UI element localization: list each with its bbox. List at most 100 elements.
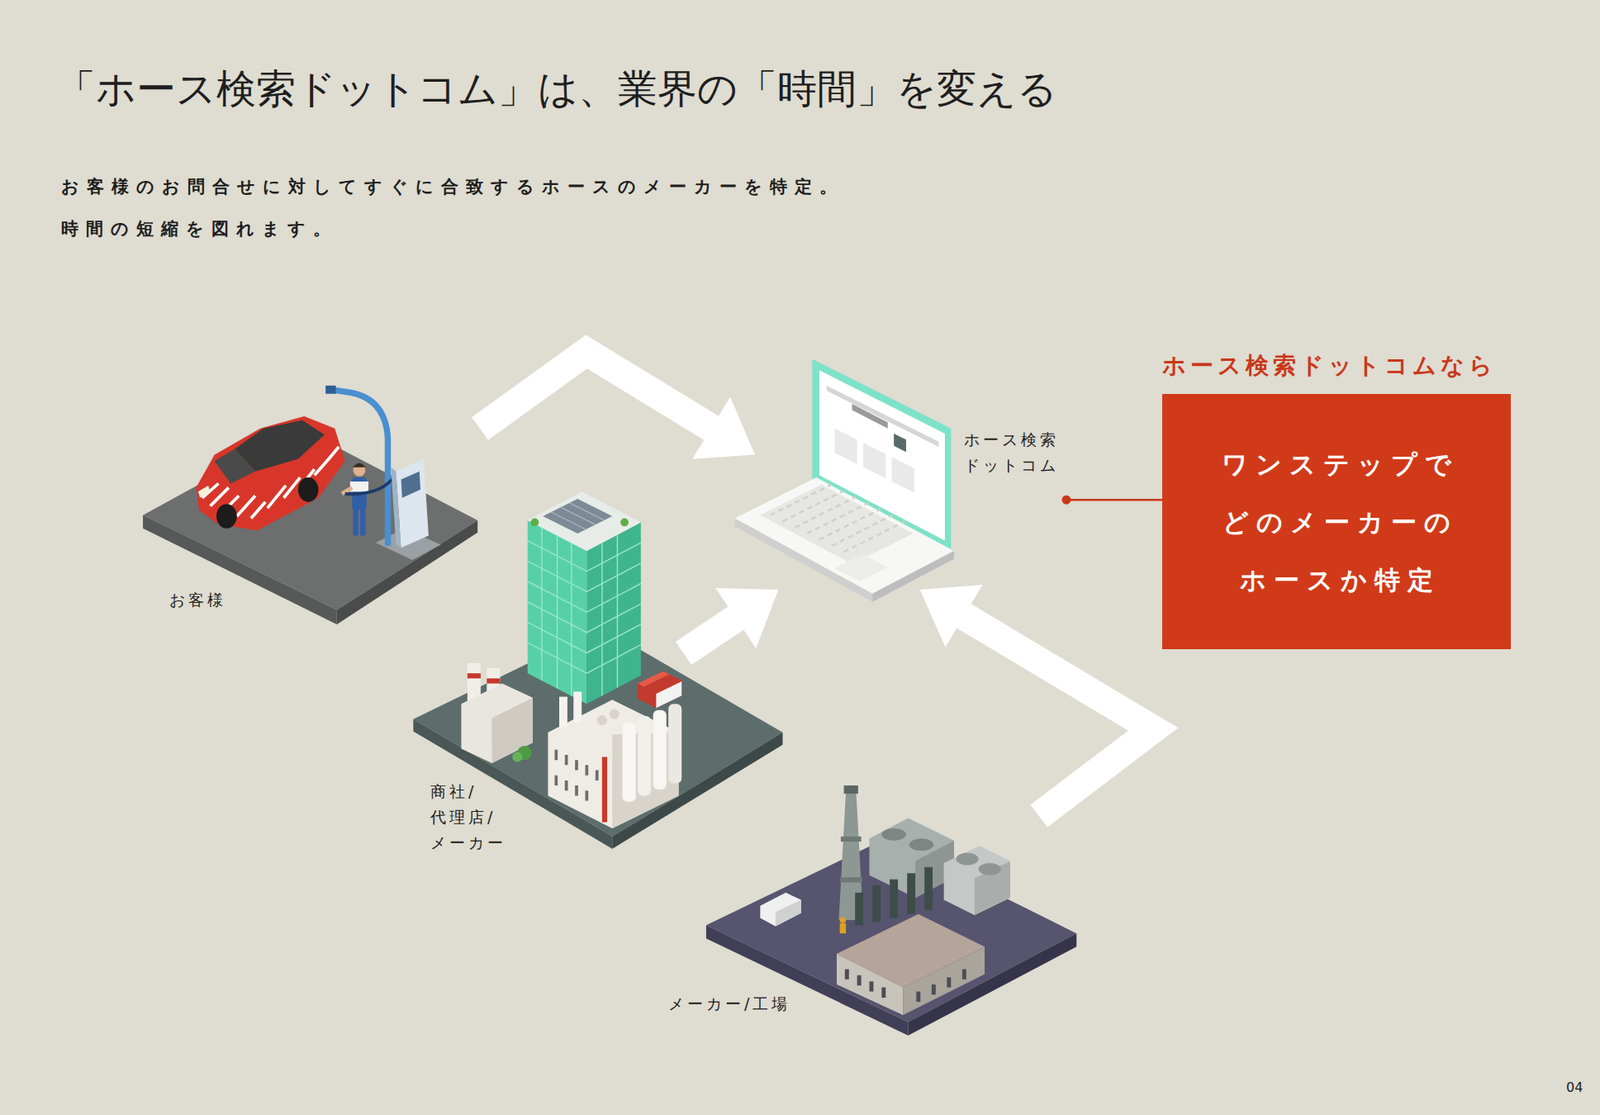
factory-buildings-part	[547, 699, 679, 829]
delivery-truck-part	[637, 671, 682, 708]
factory-buildings	[460, 663, 682, 829]
car-illustration-part	[198, 485, 211, 499]
car-illustration-part	[195, 416, 345, 531]
office-tower-part	[586, 522, 641, 704]
factory-plant-part	[978, 863, 1002, 876]
laptop-illustration-part	[834, 554, 888, 582]
flow-arrow	[479, 351, 755, 460]
site-label: 商社/ 代理店/ メーカー	[430, 778, 507, 856]
page-title: 「ホース検索ドットコム」は、業界の「時間」を変える	[56, 64, 1058, 114]
factory-plant-part	[906, 873, 916, 914]
site-label: お客様	[169, 587, 227, 613]
factory-buildings-part	[555, 750, 597, 802]
wash-pump	[325, 385, 429, 548]
flow-arrow-shaft	[479, 351, 716, 431]
factory-plant-part	[840, 923, 846, 934]
factory-truck-part	[775, 899, 802, 926]
wash-pump-part	[390, 467, 401, 549]
factory-buildings-part	[653, 710, 667, 790]
page-number: 04	[1566, 1078, 1583, 1097]
factory-buildings-part	[602, 756, 608, 822]
arrow-head	[692, 397, 755, 460]
customer-site: お客様	[142, 387, 480, 625]
factory-plant	[836, 785, 1011, 1016]
factory-buildings-part	[559, 697, 568, 728]
laptop-illustration-part	[863, 442, 886, 479]
delivery-truck	[637, 671, 682, 708]
site-label: ホース検索 ドットコム	[963, 427, 1059, 479]
washing-person-part	[360, 508, 366, 536]
flow-arrow-shaft	[959, 613, 1154, 817]
factory-site: メーカー/工場	[660, 816, 1077, 1021]
factory-plant-part	[854, 892, 864, 926]
office-tower-part	[542, 498, 613, 534]
factory-buildings-part	[573, 691, 582, 722]
laptop-illustration-part	[892, 456, 915, 493]
flow-arrow-shaft	[683, 615, 741, 654]
laptop-illustration-part	[770, 484, 906, 553]
factory-plant-part	[924, 867, 933, 911]
washing-person	[341, 463, 369, 537]
factory-plant-part	[955, 853, 979, 866]
car-illustration-part	[298, 477, 319, 503]
wash-pump-part	[395, 459, 429, 548]
factory-buildings-part	[622, 721, 637, 802]
customer-platform-part	[142, 515, 338, 625]
wash-pump-part	[325, 385, 336, 395]
office-tower-part	[530, 517, 539, 527]
highlight-box: ホース検索ドットコムならワンステップで どのメーカーの ホースか特定	[1162, 394, 1511, 650]
wash-pump-part	[401, 471, 421, 499]
factory-buildings-part	[512, 751, 523, 762]
flow-arrow	[683, 588, 779, 654]
wash-pump-part	[332, 389, 389, 546]
factory-buildings-part	[467, 673, 481, 679]
office-tower-part	[527, 491, 641, 551]
factory-plant-part	[974, 860, 1011, 915]
office-tower	[527, 491, 641, 704]
arrow-head	[715, 588, 779, 649]
factory-plant-part	[840, 877, 863, 883]
factory-plant-part	[840, 836, 862, 842]
delivery-truck-part	[655, 681, 682, 708]
car-illustration-part	[216, 503, 238, 529]
laptop-illustration-part	[759, 484, 913, 565]
factory-truck	[759, 892, 801, 927]
factory-plant-part	[902, 946, 985, 1016]
trading-site: 商社/ 代理店/ メーカー	[413, 653, 786, 864]
highlight-text: ワンステップで どのメーカーの ホースか特定	[1214, 435, 1459, 609]
factory-buildings-part	[609, 708, 620, 719]
factory-buildings-part	[491, 697, 532, 764]
site-label: メーカー/工場	[668, 991, 791, 1017]
factory-plant-part	[840, 916, 846, 923]
office-tower-part	[550, 503, 604, 530]
leader-line-stroke	[1066, 498, 1163, 502]
factory-buildings-part	[637, 716, 651, 796]
car-illustration	[195, 416, 345, 531]
car-illustration-part	[234, 420, 325, 472]
highlight-heading: ホース検索ドットコムなら	[1162, 351, 1497, 381]
washing-person-part	[350, 481, 369, 492]
factory-plant-part	[909, 838, 935, 851]
search-site-laptop: ホース検索 ドットコム	[754, 356, 1067, 590]
arrow-head	[920, 584, 983, 647]
leader-dot	[1062, 495, 1072, 505]
factory-plant-part	[846, 968, 964, 1002]
intro-text: 時間の短縮を図れます。	[61, 216, 338, 242]
laptop-illustration-part	[893, 433, 907, 452]
car-illustration-part	[214, 448, 256, 484]
washing-person-part	[353, 508, 359, 536]
laptop-illustration-part	[834, 428, 857, 465]
factory-buildings-part	[668, 703, 682, 784]
factory-buildings-part	[460, 683, 532, 764]
laptop-illustration	[734, 359, 955, 603]
factory-buildings-part	[597, 715, 608, 726]
washing-person-part	[353, 463, 366, 468]
factory-buildings-part	[486, 678, 500, 684]
factory-plant-part	[881, 828, 907, 841]
factory-plant-part	[889, 879, 898, 919]
office-tower-part	[620, 517, 629, 527]
office-tower-part	[527, 527, 641, 697]
intro-text: お客様のお問合せに対してすぐに合致するホースのメーカーを特定。	[61, 174, 845, 200]
factory-plant-part	[944, 845, 1011, 916]
